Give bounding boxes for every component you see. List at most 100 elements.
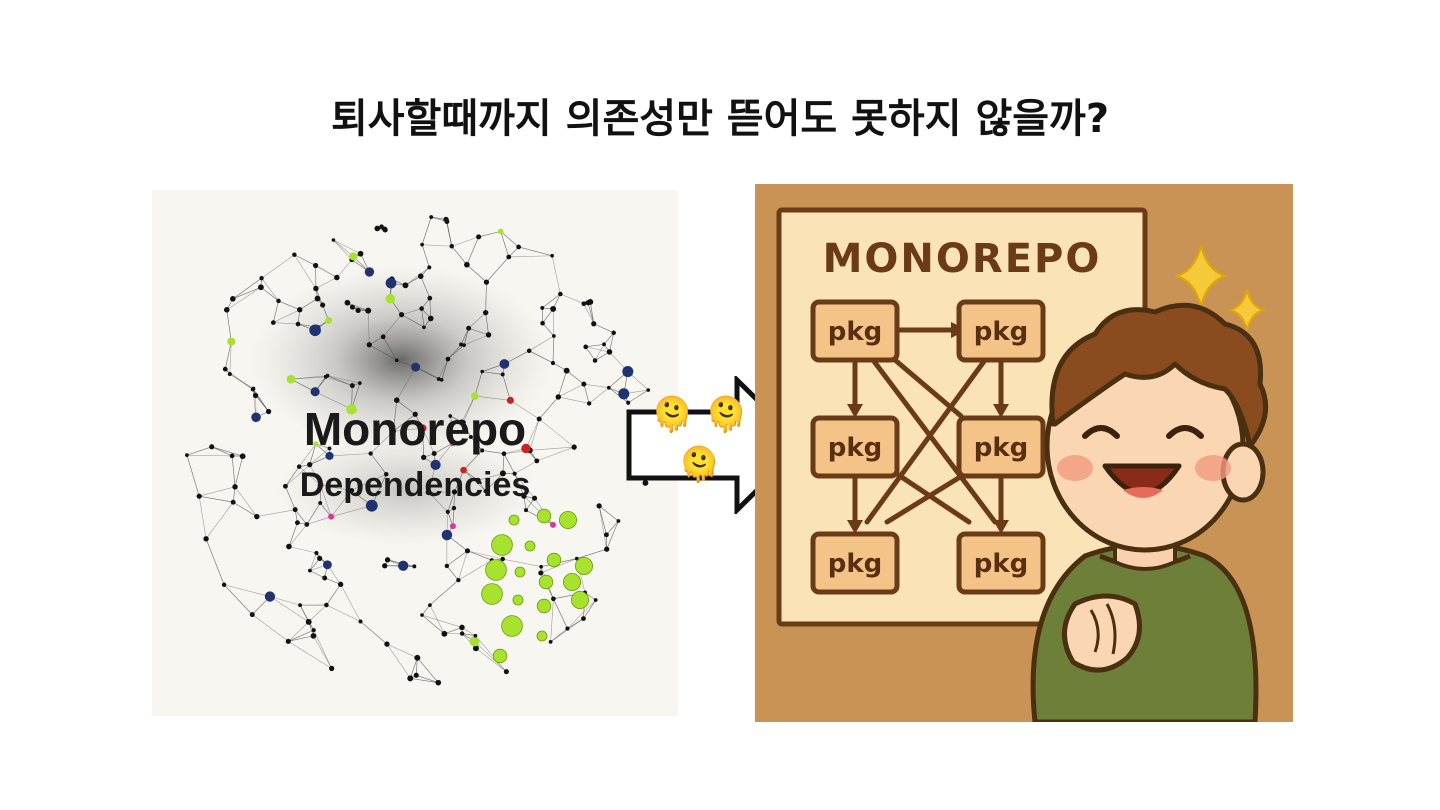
graph-node (482, 309, 489, 316)
graph-node (318, 501, 323, 505)
graph-edge (552, 308, 555, 337)
graph-edge (538, 396, 559, 420)
graph-edge (199, 486, 236, 497)
graph-edge (536, 446, 575, 462)
graph-node (232, 484, 238, 490)
package-label: pkg (828, 433, 883, 463)
graph-node (420, 613, 424, 617)
graph-node (322, 575, 328, 581)
graph-edge (223, 584, 253, 615)
graph-edge (447, 344, 465, 360)
graph-node-highlight (514, 566, 526, 578)
graph-node (563, 367, 570, 374)
graph-node (357, 250, 364, 257)
graph-edge (314, 391, 352, 410)
graph-node (398, 312, 405, 318)
package-box (956, 531, 1046, 595)
graph-edge (603, 332, 614, 345)
graph-node (501, 451, 507, 457)
graph-node (349, 383, 355, 389)
graph-node (249, 612, 255, 618)
graph-edge (453, 491, 455, 509)
graph-node-highlight (536, 630, 548, 642)
graph-node (311, 628, 316, 633)
graph-node (506, 396, 514, 404)
graph-edge (329, 453, 371, 457)
graph-edge (327, 375, 360, 384)
graph-edge (467, 550, 492, 561)
graph-edge (542, 293, 561, 309)
graph-node (313, 285, 319, 292)
graph-node (221, 582, 227, 587)
graph-node (344, 299, 351, 306)
graph-node (296, 464, 302, 469)
graph-node (292, 507, 298, 513)
graph-edge (598, 505, 607, 535)
graph-edge (260, 287, 279, 302)
graph-edge (199, 495, 234, 503)
graph-node (355, 307, 361, 314)
graph-node (368, 451, 373, 456)
graph-edge (198, 496, 207, 539)
graph-edge (309, 464, 321, 486)
graph-edge (485, 312, 489, 335)
graph-node (264, 591, 276, 602)
graph-node (618, 388, 630, 400)
graph-edge (428, 492, 448, 513)
graph-node (349, 488, 355, 494)
graph-edge (369, 344, 397, 361)
graph-edge (551, 255, 561, 295)
graph-node (251, 412, 261, 423)
graph-edge (566, 370, 585, 385)
graph-edge (273, 300, 279, 323)
graph-node (322, 560, 332, 570)
graph-edge (538, 418, 575, 448)
graph-edge (542, 308, 554, 324)
graph-node-highlight (536, 598, 552, 614)
package-label: pkg (974, 433, 1029, 463)
network-graph (185, 215, 664, 686)
graph-node (384, 641, 390, 647)
graph-edge (560, 293, 584, 304)
graph-node (258, 284, 264, 291)
graph-edge (261, 278, 279, 302)
graph-edge (468, 327, 489, 336)
graph-node (390, 428, 397, 435)
graph-node (616, 519, 621, 523)
graph-node (611, 330, 616, 336)
graph-node (414, 654, 421, 661)
graph-node (310, 387, 320, 397)
graph-edge (306, 516, 332, 525)
graph-edge (211, 446, 233, 457)
graph-node-highlight (570, 590, 589, 609)
graph-node (380, 334, 386, 340)
graph-edge (458, 559, 492, 581)
graph-node (385, 277, 397, 289)
graph-node (327, 446, 332, 451)
melting-face-emoji: 🫠 (651, 395, 694, 435)
graph-node (313, 262, 319, 269)
graph-node (586, 401, 592, 406)
graph-nodes (185, 215, 664, 686)
graph-node (223, 307, 230, 313)
graph-edge (429, 579, 459, 606)
graph-edge (360, 621, 388, 645)
graph-edge (232, 277, 262, 300)
graph-edge (211, 446, 243, 457)
graph-node (419, 306, 424, 311)
graph-node (445, 356, 451, 362)
graph-edge (485, 473, 504, 492)
graph-node (548, 640, 553, 644)
graph-edge (508, 255, 553, 258)
graph-edge (466, 236, 479, 265)
graph-edge (327, 375, 353, 386)
graph-edge (422, 428, 435, 454)
graph-edge (590, 301, 595, 324)
graph-node (328, 513, 335, 520)
graph-edge (273, 322, 299, 325)
graph-edge (486, 256, 509, 283)
graph-node-highlight (546, 552, 562, 568)
graph-node (314, 550, 319, 556)
graph-edge (463, 334, 489, 346)
